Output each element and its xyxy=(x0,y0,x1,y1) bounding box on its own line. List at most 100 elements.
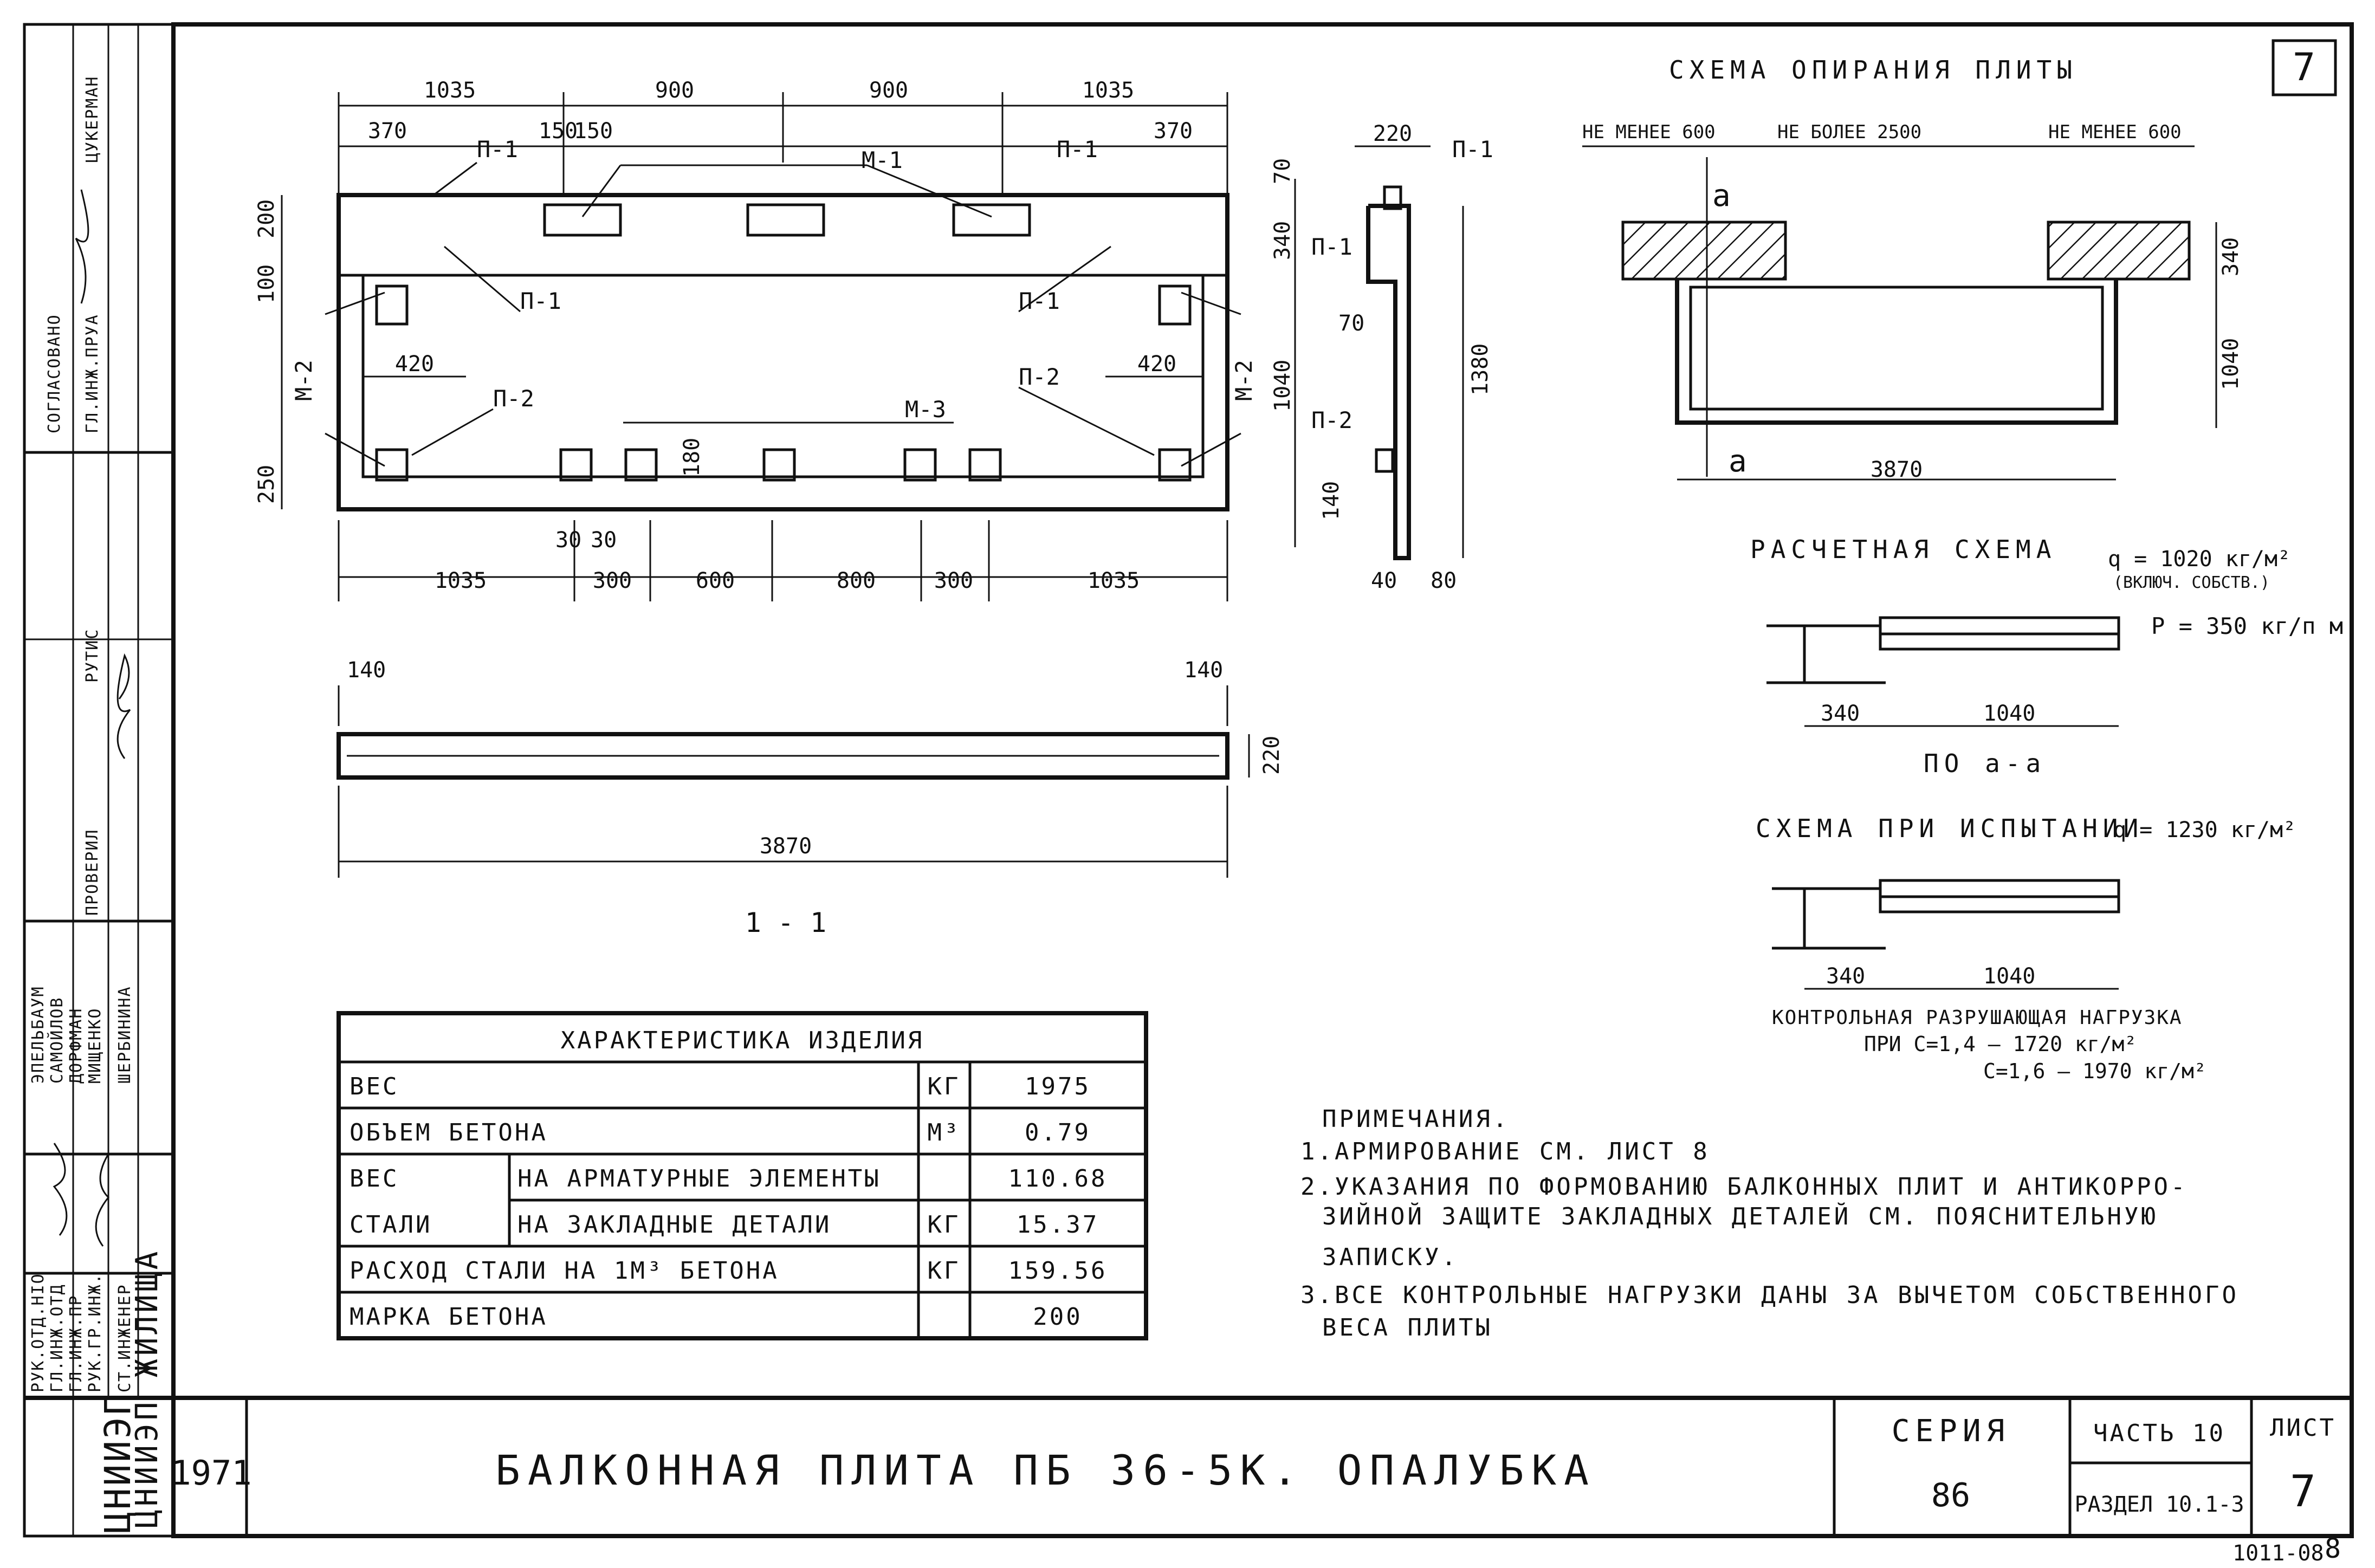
support-dim-1: НЕ МЕНЕЕ 600 xyxy=(1582,121,1716,143)
calc-load-p: P = 350 кг/п м xyxy=(2151,613,2343,639)
label-p1-d: П-1 xyxy=(1019,288,1060,314)
tb-series-value: 86 xyxy=(1931,1476,1970,1514)
stamp-row1-role: ГЛ.ИНЖ.ПРУА xyxy=(83,314,102,433)
label-p1-c: П-1 xyxy=(520,288,561,314)
plan-small-dim-1: 30 xyxy=(555,528,581,553)
label-p1-b: П-1 xyxy=(1057,136,1098,163)
signature-2 xyxy=(117,653,131,759)
row-6-label: МАРКА БЕТОНА xyxy=(350,1303,548,1331)
side-bottom-dim-1: 40 xyxy=(1371,568,1397,593)
plan-bottom-dim-2: 300 xyxy=(593,568,632,593)
tb-doc-code: 1011-08 xyxy=(2232,1541,2324,1566)
control-line-2: C=1,6 — 1970 кг/м² xyxy=(1983,1059,2206,1083)
stamp-name-1: ЭПЕЛЬБАУМ xyxy=(29,986,48,1084)
title-block: ЦНИИЭП 1971 БАЛКОННАЯ ПЛИТА ПБ 36-5К. ОП… xyxy=(24,1391,2352,1566)
stamp-role-3: ГЛ.ИНЖ.ПР xyxy=(67,1294,86,1392)
row-1-unit: КГ xyxy=(928,1073,961,1100)
section-right-dim: 220 xyxy=(1259,736,1284,775)
label-p2-right: П-2 xyxy=(1019,364,1060,390)
plan-sub-dim-4: 370 xyxy=(1154,119,1193,144)
slab-outline xyxy=(336,193,1229,511)
plan-view: 1035 900 900 1035 370 150 150 370 П-1 М-… xyxy=(254,78,1257,601)
control-title: КОНТРОЛЬНАЯ РАЗРУШАЮЩАЯ НАГРУЗКА xyxy=(1772,1007,2183,1029)
stamp-name-5: ШЕРБИНИНА xyxy=(115,986,134,1084)
plan-sub-dim-2: 150 xyxy=(539,119,578,144)
plan-inner-dim-1: 420 xyxy=(395,352,434,377)
row-1-label: ВЕС xyxy=(350,1073,399,1100)
control-line-1: ПРИ C=1,4 — 1720 кг/м² xyxy=(1864,1032,2137,1056)
test-title: СХЕМА ПРИ ИСПЫТАНИИ xyxy=(1756,814,2144,843)
note-line-2: 2.УКАЗАНИЯ ПО ФОРМОВАНИЮ БАЛКОННЫХ ПЛИТ … xyxy=(1300,1173,2188,1201)
note-line-3: ЗИЙНОЙ ЗАЩИТЕ ЗАКЛАДНЫХ ДЕТАЛЕЙ СМ. ПОЯС… xyxy=(1322,1202,2158,1230)
section-top-dim-1: 140 xyxy=(347,658,386,683)
calc-dim-2: 1040 xyxy=(1983,701,2035,726)
support-mark-a-bottom: а xyxy=(1729,444,1747,479)
corner-sheet-number: 7 xyxy=(2293,45,2315,89)
stamp-header: СОГЛАСОВАНО xyxy=(45,314,64,433)
label-m2-right: М-2 xyxy=(1231,360,1257,401)
plan-top-dim-1: 1035 xyxy=(424,78,476,103)
side-dim-6: 140 xyxy=(1319,481,1344,520)
test-scheme: СХЕМА ПРИ ИСПЫТАНИИ q = 1230 кг/м² 340 1… xyxy=(1756,814,2296,1083)
plan-bottom-dim-1: 1035 xyxy=(435,568,487,593)
row-4-label: СТАЛИ xyxy=(350,1211,432,1239)
stamp-checked-name: РУТИС xyxy=(83,629,102,683)
calc-scheme: РАСЧЕТНАЯ СХЕМА q = 1020 кг/м² (ВКЛЮЧ. С… xyxy=(1750,535,2343,778)
support-mark-a-top: а xyxy=(1712,178,1731,213)
test-load-q: q = 1230 кг/м² xyxy=(2113,818,2296,843)
section-view: 140 140 220 3870 1 - 1 xyxy=(336,658,1284,938)
side-label-3: П-2 xyxy=(1311,407,1352,433)
stamp-role-5: СТ.ИНЖЕНЕР xyxy=(115,1284,134,1392)
notes-title: ПРИМЕЧАНИЯ. xyxy=(1322,1105,1510,1133)
row-4-unit: КГ xyxy=(928,1211,961,1239)
label-p1-a: П-1 xyxy=(477,136,518,163)
plan-bottom-dim-3: 600 xyxy=(696,568,735,593)
plan-sub-dim-3: 150 xyxy=(574,119,613,144)
signature-1 xyxy=(75,189,89,304)
table-title: ХАРАКТЕРИСТИКА ИЗДЕЛИЯ xyxy=(561,1027,924,1054)
side-top-dim: 220 xyxy=(1373,121,1412,146)
section-bottom-dim: 3870 xyxy=(760,834,812,859)
side-dim-2: 340 xyxy=(1270,221,1295,260)
tb-org: ЦНИИЭП xyxy=(97,1391,139,1533)
tb-series-label: СЕРИЯ xyxy=(1892,1414,2010,1449)
support-dim-2: НЕ БОЛЕЕ 2500 xyxy=(1777,121,1921,143)
section-top-dim-2: 140 xyxy=(1184,658,1223,683)
support-right-dim-2: 1040 xyxy=(2218,338,2243,390)
stamp-name-2: САМОЙЛОВ xyxy=(47,997,67,1084)
calc-load-q-note: (ВКЛЮЧ. СОБСТВ.) xyxy=(2113,573,2270,592)
corner-sheet-box xyxy=(2272,39,2337,96)
note-line-5: 3.ВСЕ КОНТРОЛЬНЫЕ НАГРУЗКИ ДАНЫ ЗА ВЫЧЕТ… xyxy=(1300,1281,2239,1309)
calc-title: РАСЧЕТНАЯ СХЕМА xyxy=(1750,535,2056,564)
support-wall-left xyxy=(1621,221,1787,281)
tb-sheet-label: ЛИСТ xyxy=(2270,1414,2336,1442)
plan-left-dim-2: 100 xyxy=(254,264,279,303)
row-3-label: ВЕС xyxy=(350,1165,399,1193)
row-2-value: 0.79 xyxy=(1025,1119,1091,1146)
side-label-1: П-1 xyxy=(1452,136,1493,163)
note-line-4: ЗАПИСКУ. xyxy=(1322,1243,1459,1271)
side-dim-3: 70 xyxy=(1338,311,1364,336)
tb-sheet-value: 7 xyxy=(2290,1466,2316,1517)
plan-sub-dim-1: 370 xyxy=(368,119,407,144)
plan-inner-dim-3: 180 xyxy=(680,438,704,477)
notes: ПРИМЕЧАНИЯ. 1.АРМИРОВАНИЕ СМ. ЛИСТ 8 2.У… xyxy=(1300,1105,2239,1342)
test-dim-1: 340 xyxy=(1826,964,1865,989)
tb-title: БАЛКОННАЯ ПЛИТА ПБ 36-5К. ОПАЛУБКА xyxy=(495,1446,1596,1494)
label-m1: М-1 xyxy=(862,147,903,173)
stamp-checked-label: ПРОВЕРИЛ xyxy=(83,829,102,916)
row-6-value: 200 xyxy=(1033,1303,1082,1331)
plan-left-dim-3: 250 xyxy=(254,465,279,504)
plan-top-dim-4: 1035 xyxy=(1082,78,1134,103)
calc-dim-1: 340 xyxy=(1821,701,1860,726)
plan-top-dim-2: 900 xyxy=(655,78,694,103)
label-p2-left: П-2 xyxy=(493,385,534,412)
support-scheme: СХЕМА ОПИРАНИЯ ПЛИТЫ НЕ МЕНЕЕ 600 НЕ БОЛ… xyxy=(1582,55,2243,482)
plan-inner-dim-2: 420 xyxy=(1137,352,1176,377)
plan-bottom-dim-6: 1035 xyxy=(1088,568,1140,593)
stamp-role-1: РУК.ОТД.НІО xyxy=(29,1273,48,1392)
support-wall-right xyxy=(2047,221,2191,281)
row-3-value: 110.68 xyxy=(1008,1165,1108,1193)
plan-small-dim-2: 30 xyxy=(591,528,617,553)
